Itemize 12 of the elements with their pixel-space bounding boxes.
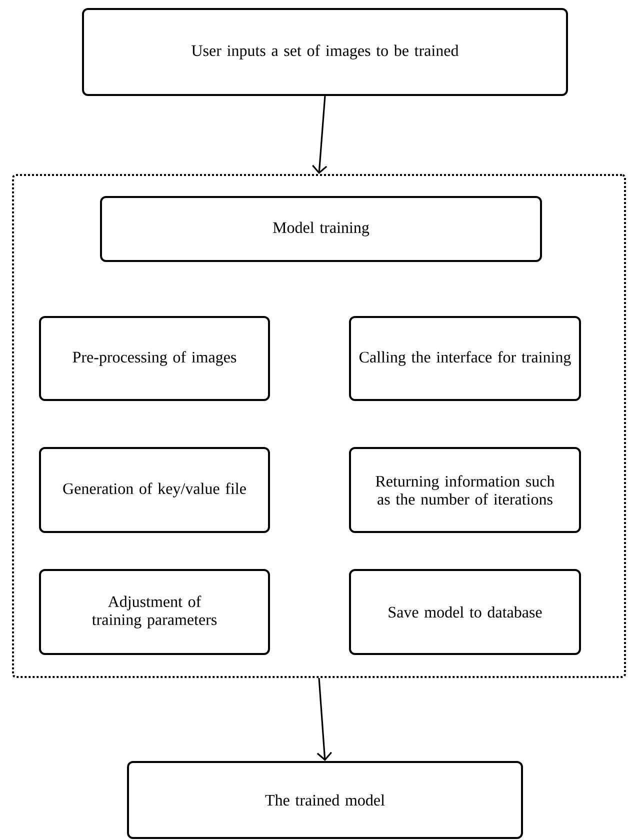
arrow [316,678,332,761]
process-box: Returning information such as the number of iterations [349,447,581,533]
process-box: Pre-processing of images [39,316,270,401]
arrow [312,96,328,174]
dotted-group-box [12,174,626,678]
process-box: Adjustment of training parameters [39,569,270,655]
process-box: Calling the interface for training [349,316,581,401]
process-box: The trained model [127,761,523,839]
process-box: Generation of key/value file [39,447,270,533]
process-box: User inputs a set of images to be trained [82,8,568,96]
process-box: Save model to database [349,569,581,655]
process-box: Model training [100,196,542,262]
